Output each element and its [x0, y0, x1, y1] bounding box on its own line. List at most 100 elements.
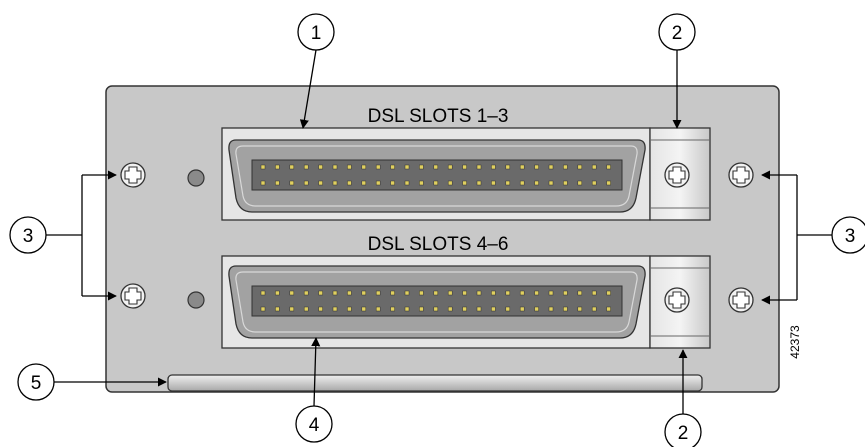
connector-pin — [606, 290, 611, 296]
ejector-bar — [167, 374, 703, 392]
connector-pin — [462, 180, 467, 186]
connector-pin — [289, 306, 295, 312]
connector-pin — [361, 164, 367, 170]
connector-pin — [318, 306, 323, 312]
connector-pin — [390, 306, 395, 312]
connector-bottom — [221, 255, 651, 349]
pin-array — [251, 159, 623, 191]
callout-5: 5 — [17, 363, 167, 401]
connector-pin — [433, 164, 439, 170]
connector-pin — [347, 306, 352, 312]
slot-label-top: DSL SLOTS 1–3 — [368, 106, 509, 127]
connector-pin — [476, 180, 482, 186]
connector-pin — [563, 180, 568, 186]
connector-pin — [275, 290, 280, 296]
connector-pin — [303, 164, 309, 170]
connector-pin — [303, 306, 309, 312]
connector-pin — [361, 180, 367, 186]
connector-pin — [476, 290, 482, 296]
connector-pin — [361, 290, 367, 296]
connector-pin — [491, 306, 496, 312]
connector-pin — [433, 306, 439, 312]
connector-pin — [476, 164, 482, 170]
connector-pin — [505, 306, 511, 312]
connector-pin — [505, 164, 511, 170]
connector-pin — [318, 290, 323, 296]
svg-text:3: 3 — [23, 226, 34, 247]
connector-pin — [404, 306, 410, 312]
connector-pin — [577, 290, 583, 296]
connector-pin — [519, 180, 525, 186]
screw-icon — [728, 287, 754, 313]
screw-icon — [664, 287, 690, 313]
connector-pin — [375, 180, 381, 186]
callout-2-top: 2 — [658, 13, 696, 129]
svg-text:4: 4 — [309, 415, 320, 436]
connector-pin — [505, 180, 511, 186]
connector-pin — [318, 180, 323, 186]
slot-label-bottom: DSL SLOTS 4–6 — [368, 234, 509, 255]
connector-pin — [591, 180, 597, 186]
connector-pin — [534, 306, 539, 312]
connector-pin — [289, 290, 295, 296]
screw-icon — [728, 162, 754, 188]
screw-icon — [120, 283, 146, 309]
connector-pin — [260, 290, 266, 296]
connector-pin — [332, 290, 338, 296]
connector-pin — [275, 180, 280, 186]
connector-pin — [462, 164, 467, 170]
svg-text:1: 1 — [311, 23, 322, 44]
connector-pin — [591, 306, 597, 312]
connector-pin — [347, 180, 352, 186]
callout-3-left: 3 — [9, 170, 117, 301]
connector-pin — [303, 180, 309, 186]
connector-pin — [519, 306, 525, 312]
svg-text:2: 2 — [678, 423, 689, 444]
connector-pin — [577, 180, 583, 186]
connector-pin — [260, 164, 266, 170]
connector-pin — [591, 290, 597, 296]
connector-pin — [419, 290, 424, 296]
connector-pin — [548, 290, 554, 296]
connector-pin — [433, 180, 439, 186]
connector-pin — [606, 164, 611, 170]
connector-pin — [447, 164, 453, 170]
connector-pin — [419, 180, 424, 186]
connector-pin — [519, 164, 525, 170]
svg-text:5: 5 — [31, 373, 42, 394]
connector-pin — [260, 306, 266, 312]
connector-pin — [548, 164, 554, 170]
screw-icon — [664, 162, 690, 188]
connector-pin — [548, 180, 554, 186]
connector-pin — [332, 164, 338, 170]
connector-pin — [404, 180, 410, 186]
connector-pin — [447, 290, 453, 296]
connector-pin — [563, 290, 568, 296]
connector-pin — [361, 306, 367, 312]
connector-pin — [347, 164, 352, 170]
connector-pin — [332, 306, 338, 312]
connector-pin — [390, 290, 395, 296]
led-indicator — [187, 291, 205, 309]
connector-pin — [275, 306, 280, 312]
connector-pin — [419, 306, 424, 312]
callout-2-bottom: 2 — [664, 349, 702, 447]
figure-id: 42373 — [788, 325, 802, 359]
connector-pin — [433, 290, 439, 296]
connector-pin — [534, 180, 539, 186]
connector-pin — [462, 290, 467, 296]
connector-pin — [447, 180, 453, 186]
connector-pin — [577, 164, 583, 170]
callout-4: 4 — [295, 337, 333, 443]
connector-pin — [563, 306, 568, 312]
connector-pin — [534, 164, 539, 170]
connector-pin — [390, 180, 395, 186]
connector-pin — [577, 306, 583, 312]
connector-pin — [303, 290, 309, 296]
connector-pin — [606, 306, 611, 312]
connector-pin — [260, 180, 266, 186]
callout-3-right: 3 — [761, 170, 865, 305]
led-indicator — [187, 169, 205, 187]
pin-array — [251, 285, 623, 317]
